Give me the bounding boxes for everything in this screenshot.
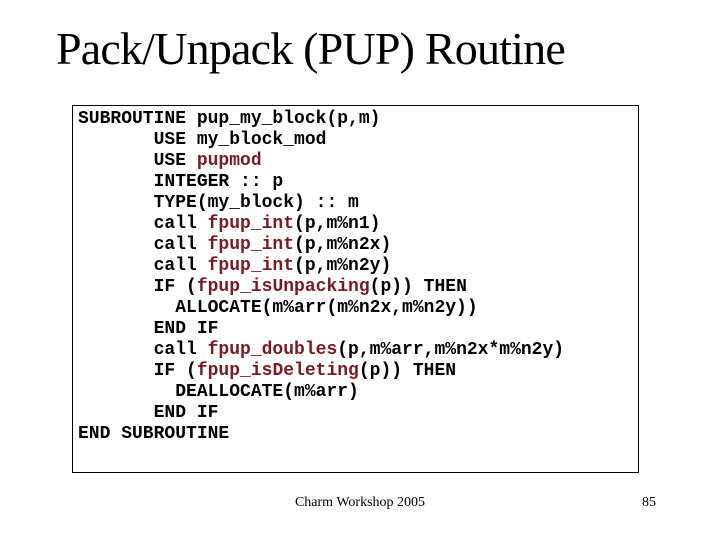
code-line: END SUBROUTINE — [78, 424, 564, 445]
code-segment: DEALLOCATE(m%arr) — [78, 382, 359, 402]
code-segment: IF ( — [78, 361, 197, 381]
code-segment: (p)) THEN — [358, 361, 457, 381]
code-block: SUBROUTINE pup_my_block(p,m) USE my_bloc… — [78, 109, 564, 445]
code-segment: END IF — [78, 403, 219, 423]
code-line: SUBROUTINE pup_my_block(p,m) — [78, 109, 564, 130]
code-line: ALLOCATE(m%arr(m%n2x,m%n2y)) — [78, 298, 564, 319]
code-segment: (p,m%arr,m%n2x*m%n2y) — [337, 340, 565, 360]
code-segment: USE my_block_mod — [78, 130, 327, 150]
code-segment: TYPE(my_block) :: m — [78, 193, 359, 213]
code-segment: (p,m%n2y) — [294, 256, 392, 276]
code-line: call fpup_int(p,m%n2y) — [78, 256, 564, 277]
code-segment: call — [78, 214, 208, 234]
code-segment: USE — [78, 151, 197, 171]
code-line: DEALLOCATE(m%arr) — [78, 382, 564, 403]
code-segment: call — [78, 340, 208, 360]
code-line: END IF — [78, 403, 564, 424]
code-segment: (p,m%n2x) — [294, 235, 392, 255]
code-line: call fpup_doubles(p,m%arr,m%n2x*m%n2y) — [78, 340, 564, 361]
code-line: USE my_block_mod — [78, 130, 564, 151]
code-segment: (p)) THEN — [369, 277, 467, 297]
code-segment: ALLOCATE(m%arr(m%n2x,m%n2y)) — [78, 298, 478, 318]
page-number: 85 — [642, 495, 656, 510]
code-segment: SUBROUTINE pup_my_block(p,m) — [78, 109, 381, 129]
code-line: IF (fpup_isDeleting(p)) THEN — [78, 361, 564, 382]
code-segment: call — [78, 256, 208, 276]
code-segment-highlight: fpup_int — [207, 214, 295, 234]
code-line: call fpup_int(p,m%n2x) — [78, 235, 564, 256]
code-segment: INTEGER :: p — [78, 172, 284, 192]
code-line: END IF — [78, 319, 564, 340]
code-line: IF (fpup_isUnpacking(p)) THEN — [78, 277, 564, 298]
code-segment: (p,m%n1) — [294, 214, 381, 234]
code-segment: IF ( — [78, 277, 197, 297]
code-segment: END SUBROUTINE — [78, 424, 230, 444]
code-segment: END IF — [78, 319, 219, 339]
code-segment-highlight: fpup_doubles — [207, 340, 338, 360]
code-segment-highlight: fpup_isUnpacking — [196, 277, 370, 297]
footer-text: Charm Workshop 2005 — [294, 495, 426, 510]
code-segment-highlight: pupmod — [196, 151, 262, 171]
code-line: call fpup_int(p,m%n1) — [78, 214, 564, 235]
code-line: USE pupmod — [78, 151, 564, 172]
code-segment-highlight: fpup_int — [207, 235, 295, 255]
code-line: INTEGER :: p — [78, 172, 564, 193]
slide-title: Pack/Unpack (PUP) Routine — [56, 23, 566, 74]
code-segment: call — [78, 235, 208, 255]
code-box: SUBROUTINE pup_my_block(p,m) USE my_bloc… — [72, 105, 639, 473]
code-segment-highlight: fpup_int — [207, 256, 295, 276]
code-segment-highlight: fpup_isDeleting — [196, 361, 359, 381]
code-line: TYPE(my_block) :: m — [78, 193, 564, 214]
